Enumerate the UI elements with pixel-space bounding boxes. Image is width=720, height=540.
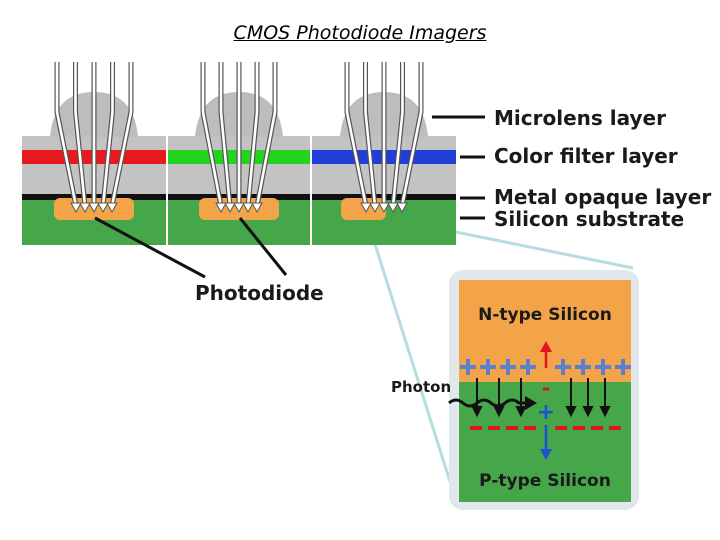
plus-charge-stem xyxy=(601,359,605,375)
minus-charge xyxy=(524,426,536,430)
minus-charge xyxy=(506,426,518,430)
page-title: CMOS Photodiode Imagers xyxy=(233,22,487,44)
carrier-arrow-head xyxy=(565,406,577,418)
light-ray-core xyxy=(219,62,232,207)
light-ray-core xyxy=(391,62,404,207)
light-rays xyxy=(200,62,278,214)
light-ray-core xyxy=(364,62,377,207)
light-ray-core xyxy=(246,62,259,207)
pixel-green xyxy=(168,62,310,245)
carrier-arrows xyxy=(471,378,611,418)
light-ray-core xyxy=(201,62,223,207)
minus-charge xyxy=(591,426,603,430)
minus-charge xyxy=(488,426,500,430)
minus-charge xyxy=(609,426,621,430)
pixel-array xyxy=(22,62,456,245)
carrier-arrow-head xyxy=(515,406,527,418)
light-ray-head xyxy=(242,202,254,214)
positive-charge-row xyxy=(460,359,631,375)
light-ray-head xyxy=(79,202,91,214)
silicon-substrate-label: Silicon substrate xyxy=(494,207,684,231)
photon-wave xyxy=(448,398,529,408)
hole-arrow-head xyxy=(540,449,552,460)
carrier-arrow-head xyxy=(599,406,611,418)
light-ray-head xyxy=(97,202,109,214)
plus-charge-stem xyxy=(506,359,510,375)
layer-leader-lines xyxy=(432,115,485,220)
light-ray-head xyxy=(233,202,245,214)
light-ray-core xyxy=(345,62,368,207)
carrier-arrow-head xyxy=(582,406,594,418)
light-ray-core xyxy=(55,62,78,207)
light-ray-core xyxy=(101,62,114,207)
microlens-layer-label: Microlens layer xyxy=(494,106,666,130)
light-ray-core xyxy=(255,62,277,207)
plus-charge-stem xyxy=(621,359,625,375)
plus-charge-stem xyxy=(581,359,585,375)
carrier-arrow-head xyxy=(471,406,483,418)
light-ray-head xyxy=(224,202,236,214)
light-ray-head xyxy=(378,202,390,214)
color-filter-layer-label: Color filter layer xyxy=(494,144,678,168)
light-rays xyxy=(344,62,424,214)
negative-charge-row xyxy=(470,426,621,430)
plus-charge-stem xyxy=(526,359,530,375)
light-ray-head xyxy=(70,202,82,214)
pn-junction-inset: N-type Silicon P-type Silicon - + Photon xyxy=(391,270,639,510)
photodiode-pointers xyxy=(94,216,288,279)
electron-sign: - xyxy=(542,376,550,400)
light-ray-head xyxy=(360,202,372,214)
electron-arrow-head xyxy=(540,341,552,352)
light-ray-head xyxy=(215,202,227,214)
plus-charge-stem xyxy=(486,359,490,375)
p-type-label: P-type Silicon xyxy=(479,471,611,491)
plus-charge-stem xyxy=(561,359,565,375)
charge-separation: - + xyxy=(537,341,555,460)
minus-charge xyxy=(470,426,482,430)
photodiode-label: Photodiode xyxy=(195,281,324,305)
pixel-blue xyxy=(312,62,456,245)
plus-charge-stem xyxy=(466,359,470,375)
hole-sign: + xyxy=(537,400,555,425)
n-type-label: N-type Silicon xyxy=(478,305,612,325)
light-ray-head xyxy=(369,202,381,214)
light-ray-head xyxy=(251,202,263,214)
light-ray-head xyxy=(88,202,100,214)
light-ray-core xyxy=(74,62,87,207)
minus-charge xyxy=(555,426,567,430)
light-ray-core xyxy=(400,62,423,207)
light-ray-head xyxy=(396,202,408,214)
light-rays xyxy=(54,62,134,214)
light-ray-head xyxy=(106,202,118,214)
metal-opaque-layer-label: Metal opaque layer xyxy=(494,185,711,209)
light-ray-head xyxy=(387,202,399,214)
minus-charge xyxy=(573,426,585,430)
pixel-red xyxy=(22,62,166,245)
light-ray-core xyxy=(110,62,133,207)
photon-arrow-head xyxy=(525,396,537,410)
photon-label: Photon xyxy=(391,378,451,396)
